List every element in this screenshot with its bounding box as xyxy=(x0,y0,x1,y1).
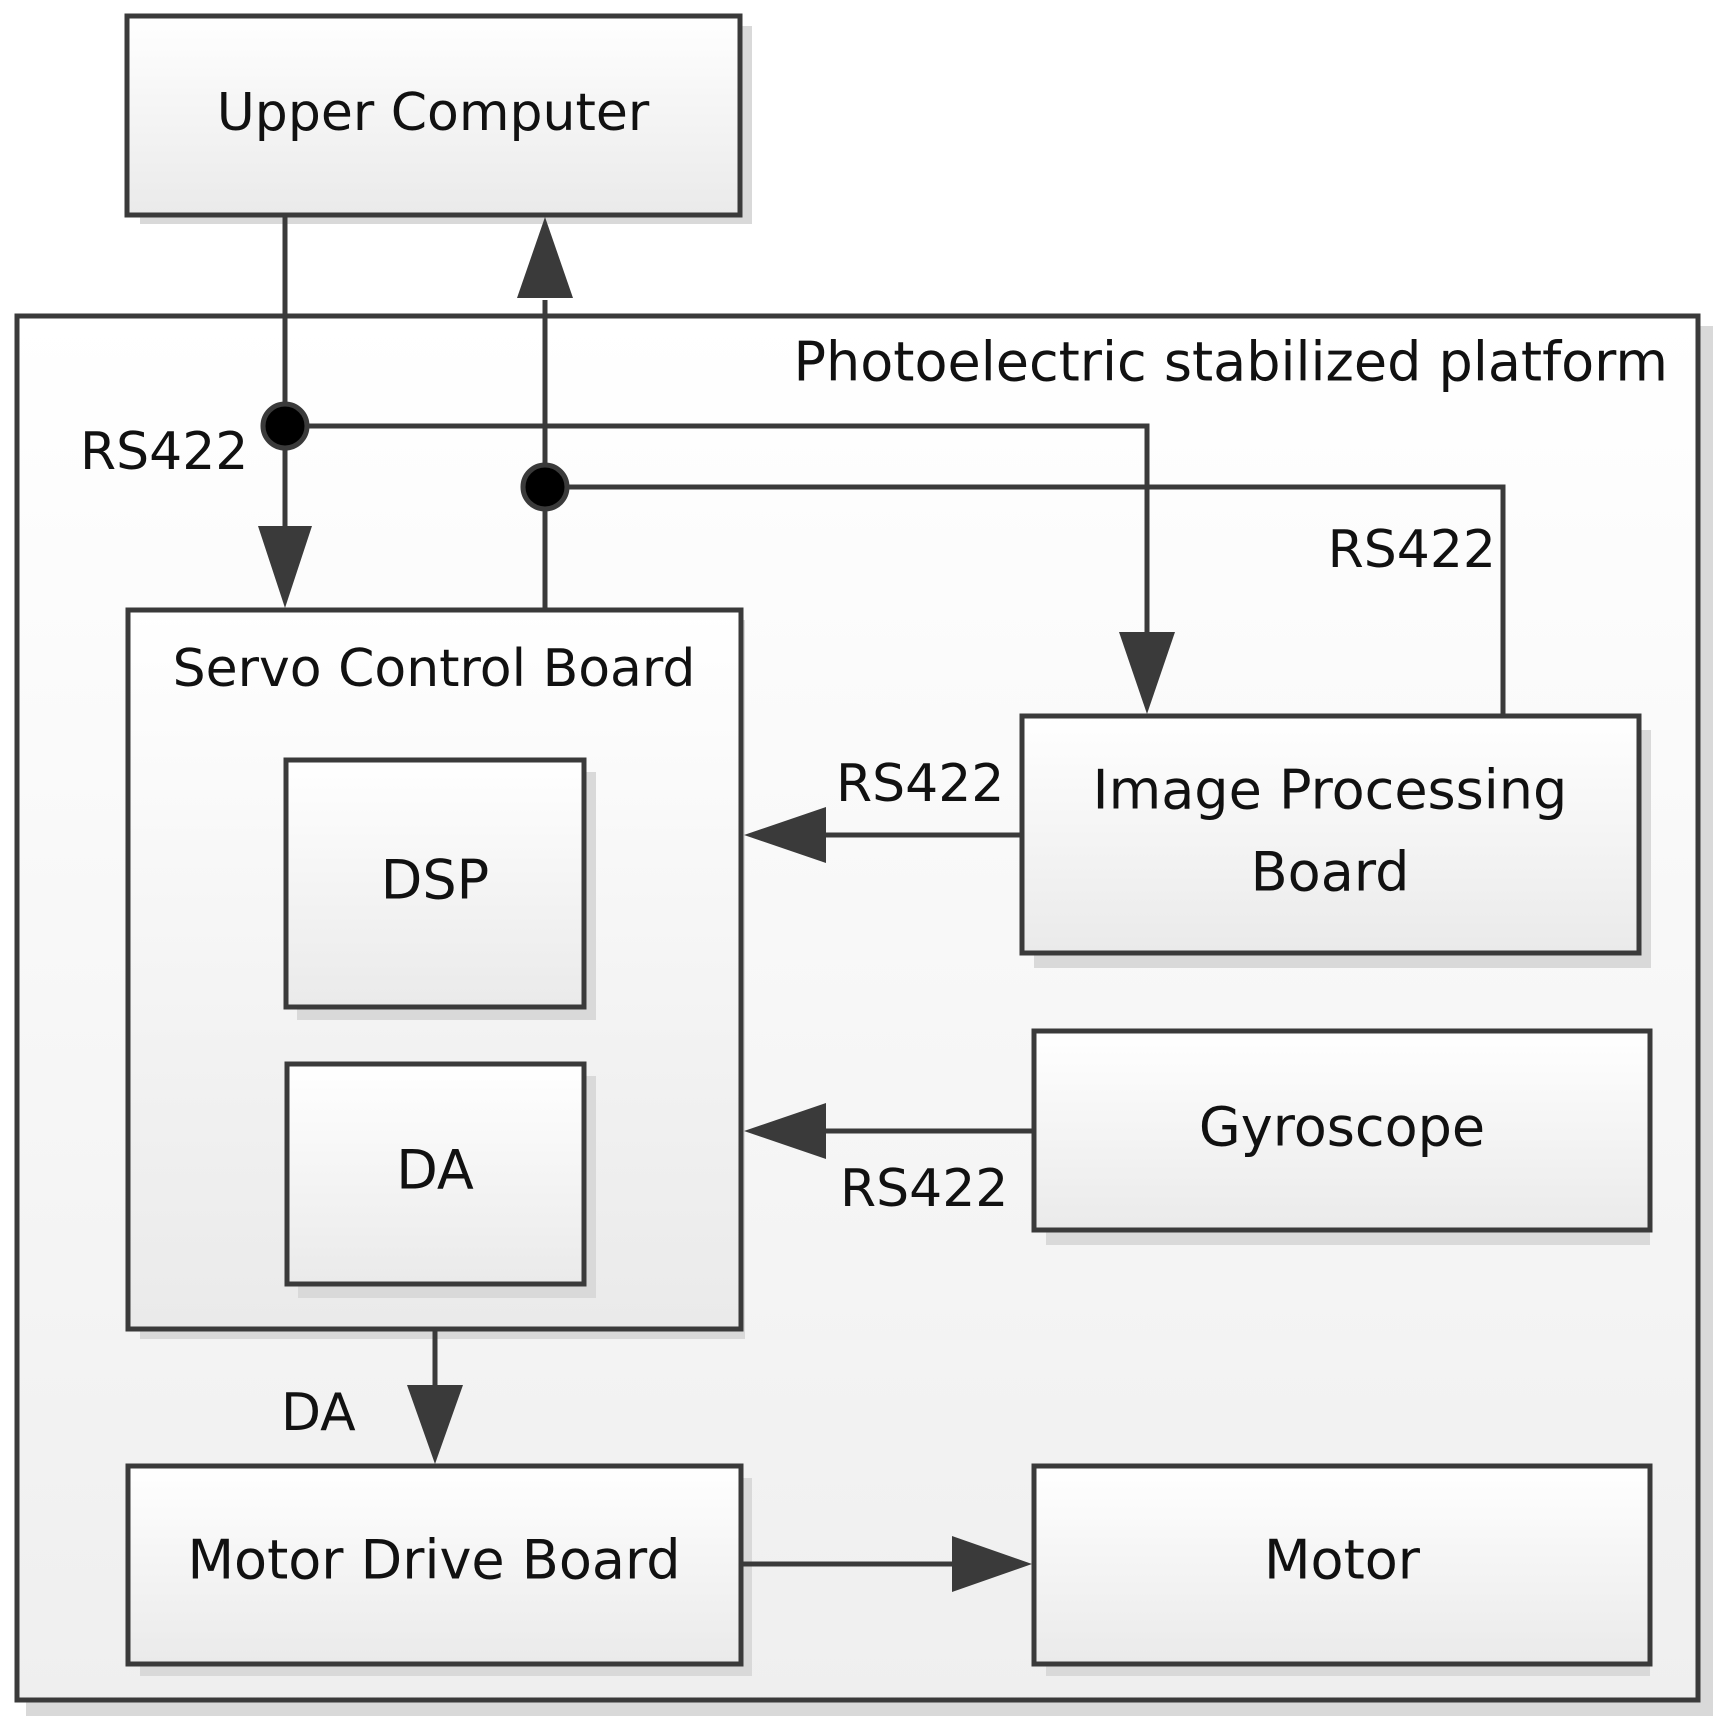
junction-dot xyxy=(520,462,570,512)
arrowhead-down xyxy=(258,526,312,608)
upper-computer-label: Upper Computer xyxy=(217,83,650,143)
da-label: DA xyxy=(396,1139,474,1202)
arrowhead-down xyxy=(407,1385,463,1464)
motor-block: Motor xyxy=(1031,1463,1653,1676)
edge-label-rs422-upper: RS422 xyxy=(80,422,248,482)
arrowhead-left xyxy=(744,807,826,863)
image-processing-board-label-line2: Board xyxy=(1251,841,1410,904)
motor-drive-board-label: Motor Drive Board xyxy=(187,1529,680,1592)
motor-drive-board-block: Motor Drive Board xyxy=(125,1463,752,1676)
arrowhead-right xyxy=(952,1536,1032,1592)
edge-label-rs422-gyro-to-servo: RS422 xyxy=(840,1159,1008,1219)
connector-servo-to-upper xyxy=(517,217,573,608)
junction-dot xyxy=(260,401,310,451)
connector-drive-to-motor xyxy=(741,1536,1032,1592)
connector-image-board-to-servo xyxy=(744,807,1022,863)
gyroscope-block: Gyroscope xyxy=(1031,1028,1653,1245)
edge-label-rs422-image-to-servo: RS422 xyxy=(836,754,1004,814)
arrowhead-left xyxy=(744,1103,826,1159)
platform-title: Photoelectric stabilized platform xyxy=(793,331,1668,394)
upper-computer-block: Upper Computer xyxy=(124,13,752,224)
arrowhead-up xyxy=(517,217,573,298)
connector-gyro-to-servo xyxy=(744,1103,1034,1159)
connector-image-board-to-junction xyxy=(520,462,1506,716)
da-block: DA xyxy=(284,1061,596,1298)
connector-junction-to-image-board xyxy=(260,401,1175,714)
motor-label: Motor xyxy=(1264,1529,1421,1592)
image-processing-board-label-line1: Image Processing xyxy=(1093,759,1568,822)
connector-upper-to-servo xyxy=(258,215,312,608)
connector-servo-to-drive xyxy=(407,1329,463,1464)
image-processing-board-block: Image Processing Board xyxy=(1019,713,1651,968)
arrowhead-down xyxy=(1119,632,1175,714)
edge-label-rs422-image-loop: RS422 xyxy=(1328,520,1496,580)
servo-control-board-block: Servo Control Board xyxy=(125,607,745,1339)
gyroscope-label: Gyroscope xyxy=(1199,1096,1485,1159)
dsp-block: DSP xyxy=(283,757,596,1020)
edge-label-da-servo-to-drive: DA xyxy=(281,1383,356,1443)
servo-control-board-label: Servo Control Board xyxy=(173,639,696,699)
dsp-label: DSP xyxy=(381,849,489,912)
